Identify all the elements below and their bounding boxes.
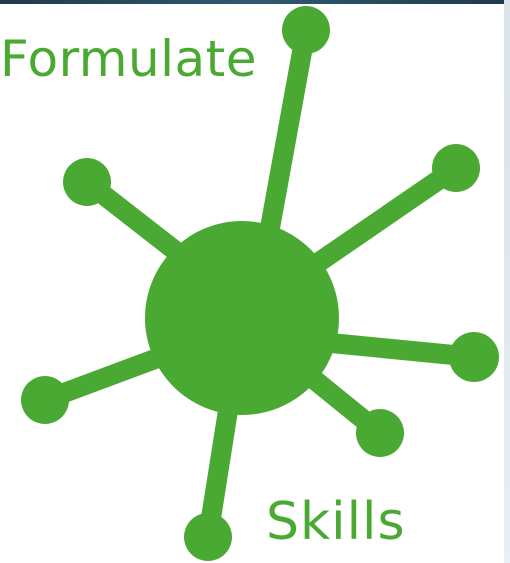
node-bottom xyxy=(184,513,232,561)
skills-label: Skills xyxy=(266,492,406,552)
top-bar xyxy=(0,0,510,4)
node-right xyxy=(449,332,499,382)
spoke-top xyxy=(256,20,316,260)
node-upper-left xyxy=(63,158,111,206)
formulate-label: Formulate xyxy=(0,30,258,88)
node-top xyxy=(282,6,330,54)
node-lower-right xyxy=(356,409,404,457)
node-upper-right xyxy=(432,144,480,192)
node-left xyxy=(21,376,69,424)
hub xyxy=(145,221,339,415)
right-edge xyxy=(504,0,510,563)
